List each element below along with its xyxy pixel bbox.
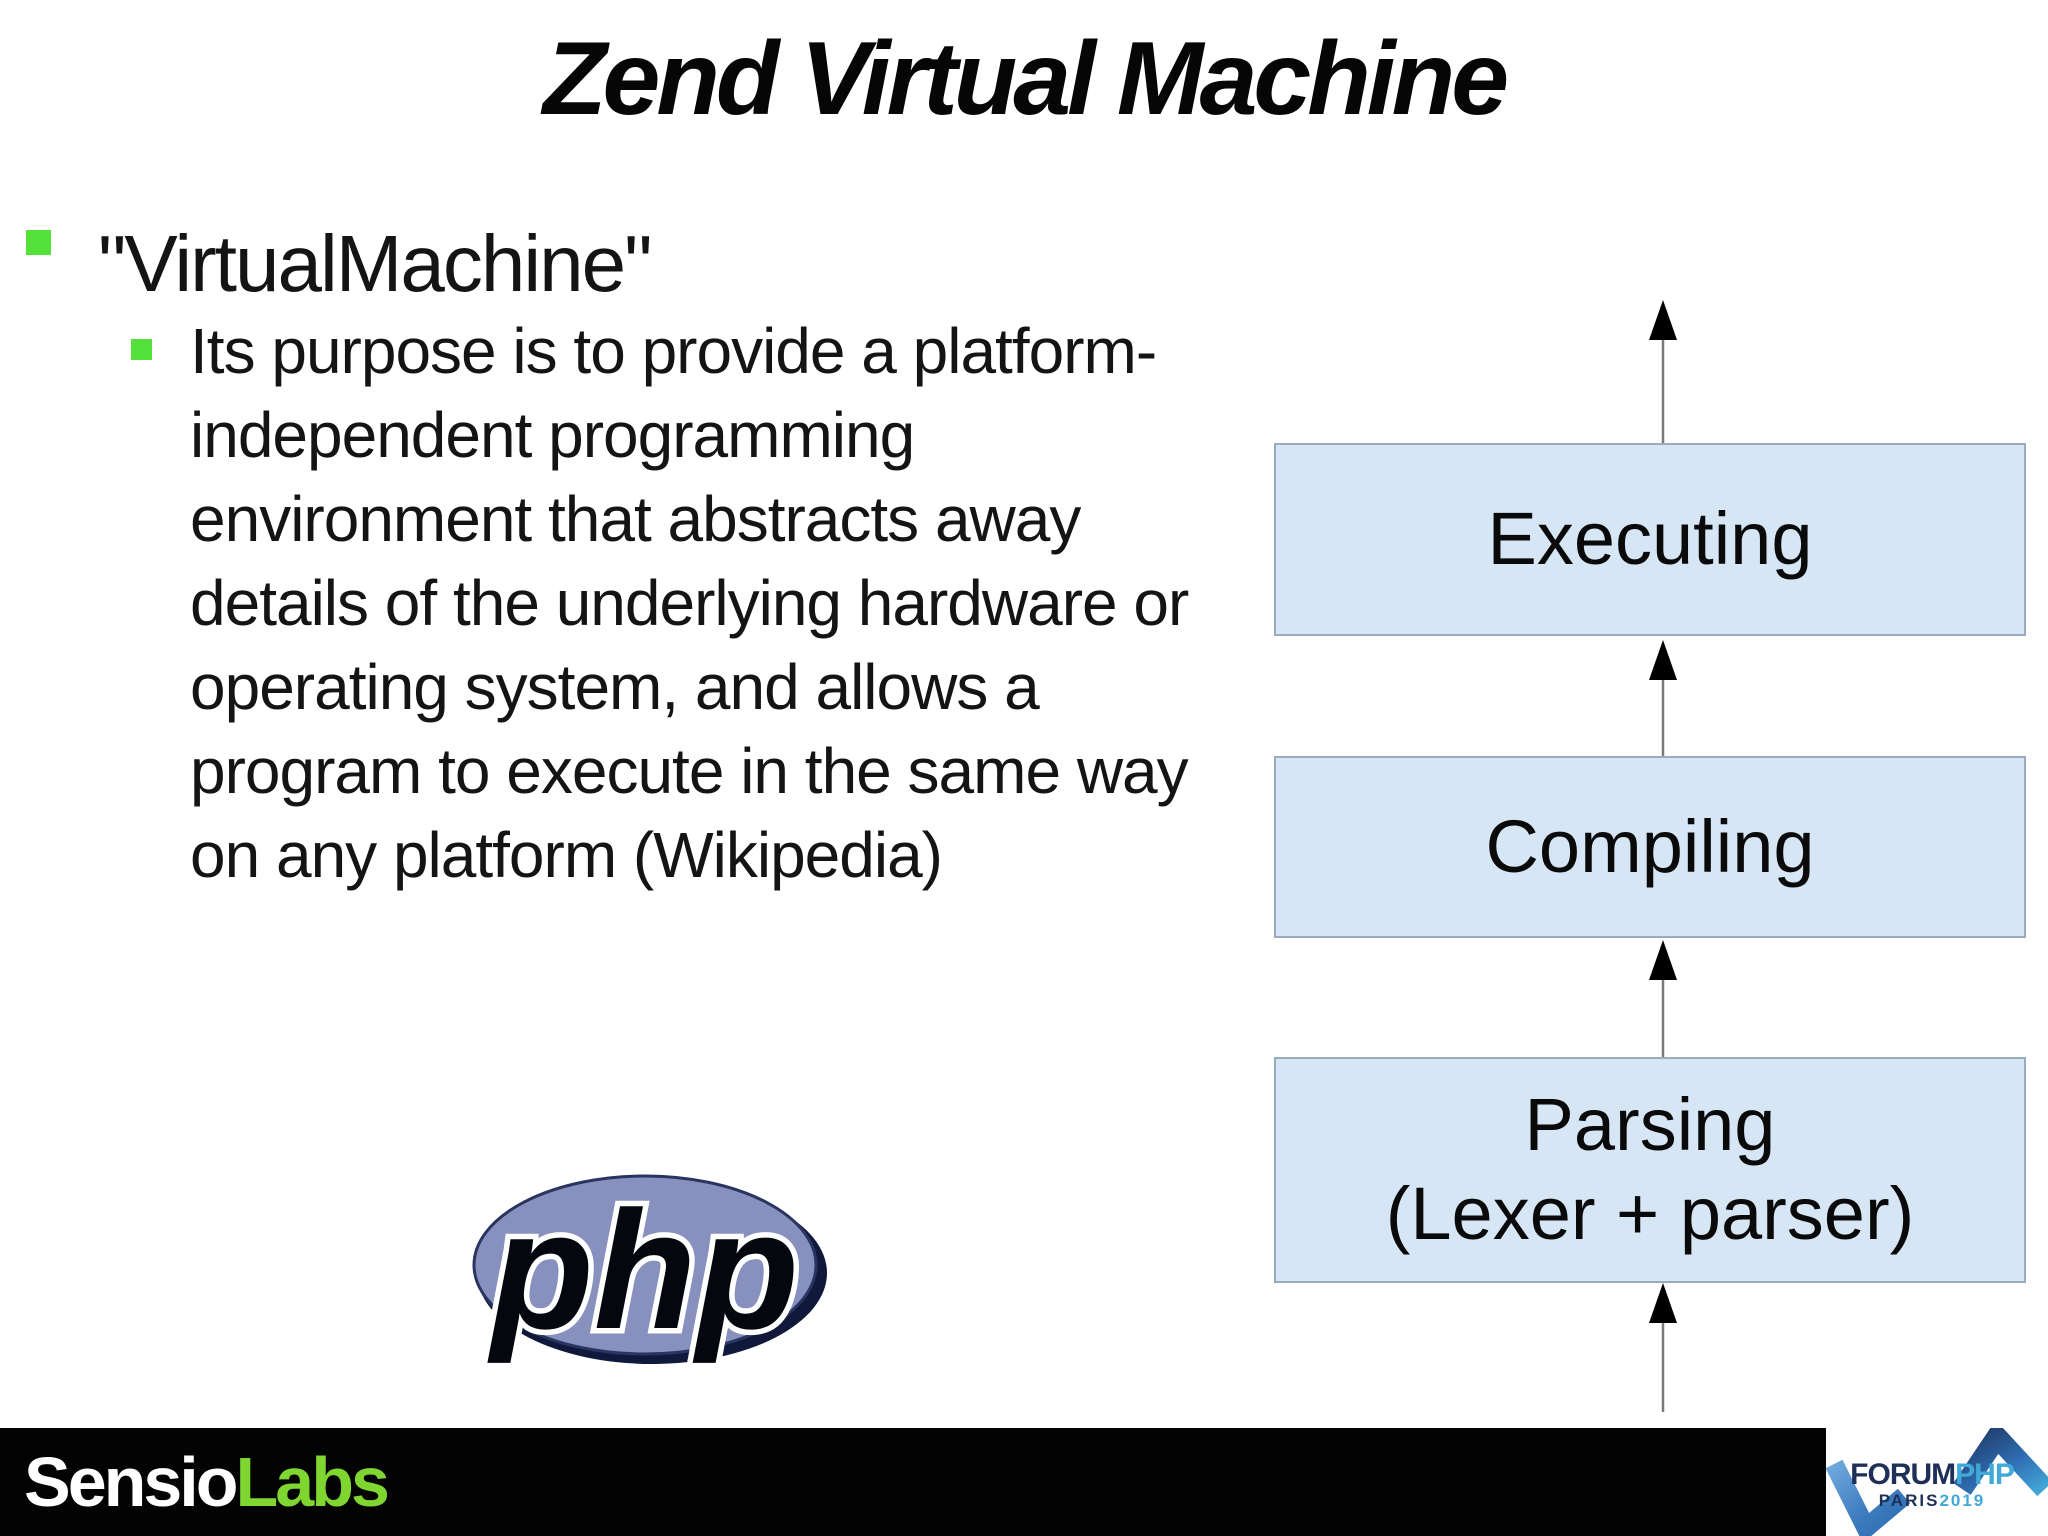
content-heading: "VirtualMachine" — [98, 219, 652, 308]
bullet-square-icon — [26, 230, 51, 255]
stage-label: Compiling — [1485, 804, 1815, 888]
footer-bar: SensioLabs — [0, 1428, 2048, 1536]
paragraph-line: environment that abstracts away — [190, 483, 1081, 555]
forumphp-logo-paris: PARIS — [1878, 1491, 1940, 1510]
paragraph-line: independent programming — [190, 399, 915, 471]
paragraph-line: operating system, and allows a — [190, 651, 1040, 723]
sensiolabs-logo-labs: Labs — [235, 1443, 390, 1521]
paragraph-line: details of the underlying hardware or — [190, 567, 1189, 639]
forumphp-logo-forum: FORUM — [1850, 1458, 1956, 1491]
forumphp-logo-title: FORUMPHP — [1826, 1458, 2038, 1492]
page-title: Zend Virtual Machine — [542, 21, 1509, 137]
stage-label: Parsing — [1524, 1083, 1776, 1167]
sensiolabs-logo-sensio: Sensio — [24, 1443, 239, 1521]
paragraph-line: Its purpose is to provide a platform- — [190, 315, 1157, 387]
stage-sublabel: (Lexer + parser) — [1385, 1172, 1915, 1255]
php-logo: php — [472, 1171, 827, 1370]
php-logo-text: php — [487, 1176, 799, 1364]
paragraph-line: on any platform (Wikipedia) — [190, 819, 943, 891]
paragraph-line: program to execute in the same way — [190, 735, 1189, 807]
stage-box-compiling: Compiling — [1274, 756, 2026, 938]
sub-bullet-square-icon — [131, 339, 152, 360]
forumphp-logo-subtitle: PARIS2019 — [1826, 1491, 2038, 1511]
php-logo-ellipse — [472, 1174, 818, 1356]
stage-label: Executing — [1487, 497, 1813, 581]
forumphp-chevron-icons — [1826, 1428, 2048, 1536]
stage-box-executing: Executing — [1274, 443, 2026, 636]
forumphp-logo: FORUMPHP PARIS2019 — [1826, 1428, 2048, 1536]
sensiolabs-logo: SensioLabs — [24, 1442, 390, 1522]
forumphp-logo-php: PHP — [1955, 1458, 2015, 1491]
stage-box-parsing: Parsing (Lexer + parser) — [1274, 1057, 2026, 1283]
forumphp-logo-year: 2019 — [1939, 1491, 1986, 1510]
content-paragraph: Its purpose is to provide a platform- in… — [190, 309, 1310, 897]
